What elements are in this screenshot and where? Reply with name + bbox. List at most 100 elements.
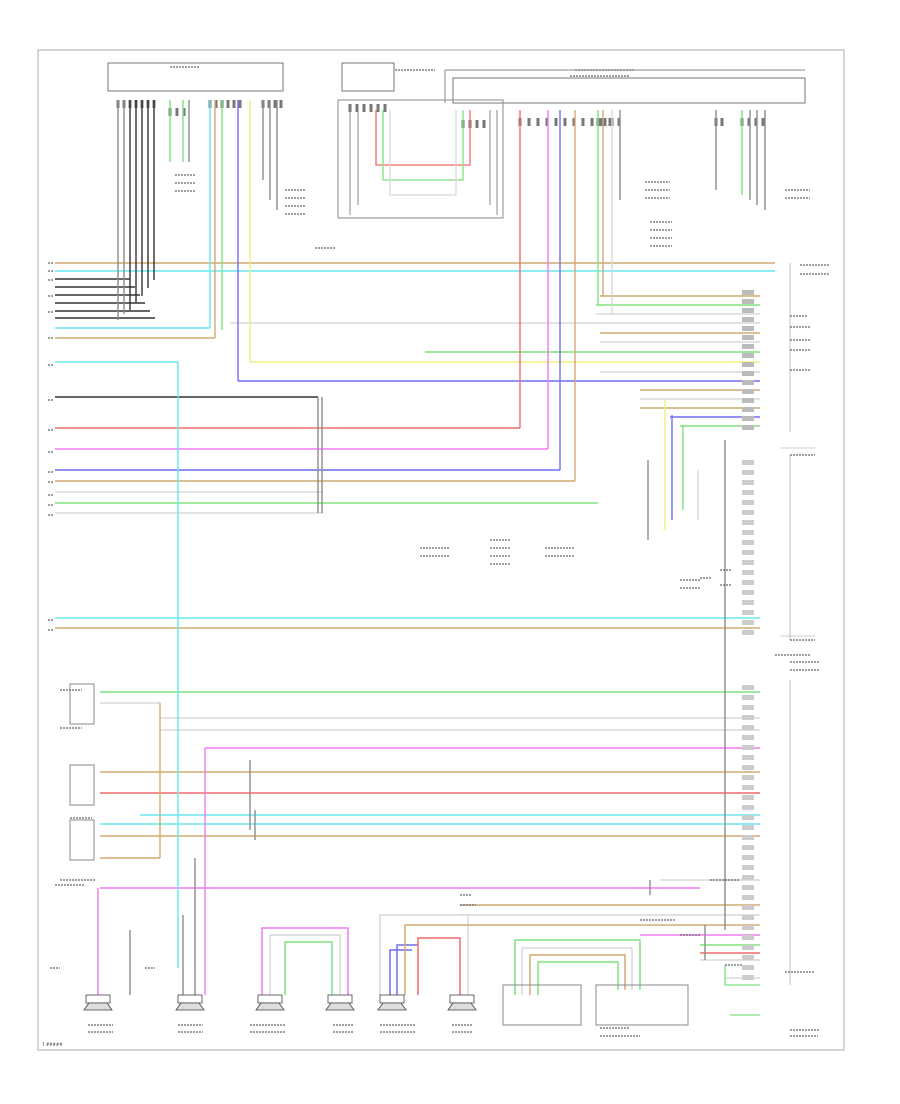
speaker-cone-icon	[447, 1002, 477, 1011]
connector-pin	[742, 610, 754, 615]
connector-pin	[742, 416, 754, 421]
connector-pin	[742, 775, 754, 780]
connector-pin	[742, 460, 754, 465]
pin-stub	[554, 118, 558, 126]
right-tweeter-symbol	[69, 819, 95, 861]
connector-pin	[742, 335, 754, 340]
pin-stub	[267, 100, 271, 108]
connector-pin	[742, 290, 754, 295]
connector-pin	[742, 550, 754, 555]
pin-stub	[355, 104, 359, 112]
pin-stub	[182, 108, 186, 116]
pin-stub	[175, 108, 179, 116]
wire	[724, 965, 760, 986]
pin-stub	[545, 118, 549, 126]
speaker-cone-icon	[83, 1002, 113, 1011]
connector-pin	[742, 470, 754, 475]
pin-stub	[232, 100, 236, 108]
connector-pin	[742, 975, 754, 980]
pin-stub	[482, 120, 486, 128]
connector-pin	[742, 795, 754, 800]
speaker-icon	[177, 994, 203, 1004]
speaker-cone-icon	[175, 1002, 205, 1011]
speaker-icon	[327, 994, 353, 1004]
speakers	[83, 994, 477, 1011]
connector-box-middle	[341, 62, 395, 92]
pin-stub	[376, 104, 380, 112]
pin-stub	[383, 104, 387, 112]
connector-pin	[742, 398, 754, 403]
connector-pin	[742, 353, 754, 358]
pin-stub	[238, 100, 242, 108]
connector-pin	[742, 389, 754, 394]
diagram-frame	[37, 49, 845, 1051]
pin-stub	[273, 100, 277, 108]
pin-stub	[754, 118, 758, 126]
connector-pin	[742, 695, 754, 700]
connector-pin	[742, 317, 754, 322]
connector-pin	[742, 835, 754, 840]
connector-pin	[742, 705, 754, 710]
connector-pin	[742, 905, 754, 910]
connector-pin	[742, 407, 754, 412]
pin-stub	[214, 100, 218, 108]
connector-pin	[742, 326, 754, 331]
speaker-loop	[389, 949, 412, 995]
left-components	[69, 683, 689, 1026]
speaker-loop	[404, 924, 640, 995]
diagram-labels	[48, 66, 830, 1037]
pin-stub	[599, 118, 603, 126]
connector-pin	[742, 520, 754, 525]
connector-pin	[742, 371, 754, 376]
connector-pin	[742, 885, 754, 890]
connector-pin	[742, 540, 754, 545]
connector-pin	[742, 570, 754, 575]
pin-stub	[348, 104, 352, 112]
pin-stub	[608, 118, 612, 126]
connector-box-left	[107, 62, 284, 92]
connector-pin	[742, 560, 754, 565]
connector-pin	[742, 425, 754, 430]
connector-pin	[742, 875, 754, 880]
connector-pin	[742, 299, 754, 304]
connector-pin	[742, 745, 754, 750]
connector-pin	[742, 805, 754, 810]
connector-pin	[742, 945, 754, 950]
connector-pin	[742, 530, 754, 535]
connector-pin	[742, 725, 754, 730]
connector-pin	[742, 765, 754, 770]
connector-pin	[742, 925, 754, 930]
pin-stub	[563, 118, 567, 126]
connector-pin	[742, 825, 754, 830]
speaker-cone-icon	[377, 1002, 407, 1011]
top-pin-stubs	[116, 100, 765, 128]
amplifier-box	[595, 984, 689, 1026]
right-side-connectors	[742, 263, 815, 985]
pin-stub	[362, 104, 366, 112]
connector-pin	[742, 620, 754, 625]
connector-pin	[742, 480, 754, 485]
connector-pin	[742, 915, 754, 920]
connector-pin	[742, 785, 754, 790]
connector-pin	[742, 344, 754, 349]
connector-pin	[742, 955, 754, 960]
connector-pin	[742, 362, 754, 367]
connector-pin	[742, 630, 754, 635]
top-connectors	[107, 62, 806, 104]
left-speaker-symbol	[69, 764, 95, 806]
speaker-loop	[417, 937, 461, 995]
speaker-loop	[521, 947, 633, 995]
wire-bundle	[55, 262, 775, 979]
connector-pin	[742, 510, 754, 515]
pin-stub	[226, 100, 230, 108]
speaker-loop	[284, 941, 333, 995]
pin-stub	[720, 118, 724, 126]
vertical-wires	[97, 100, 766, 1016]
connector-pin	[742, 380, 754, 385]
connector-pin	[742, 715, 754, 720]
connector-pin	[742, 685, 754, 690]
connector-pin	[742, 965, 754, 970]
connector-pin	[742, 308, 754, 313]
